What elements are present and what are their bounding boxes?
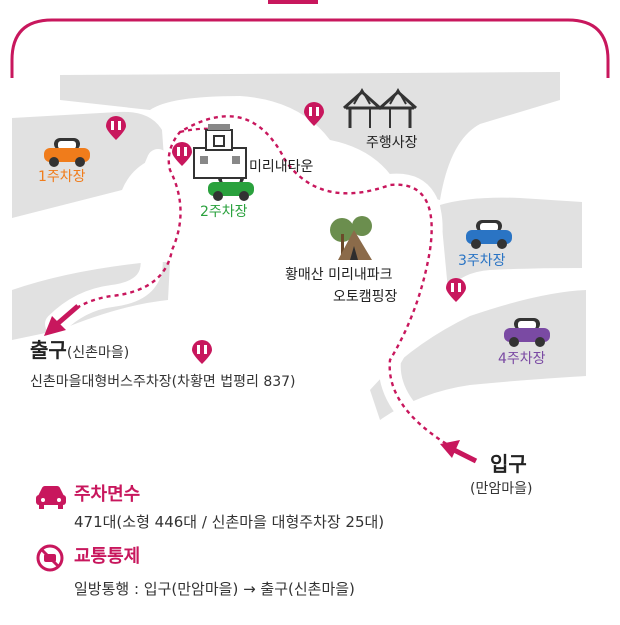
road-area-right3 (440, 197, 582, 290)
parking-heading: 주차면수 (74, 484, 141, 505)
exit-sub: (신촌마을) (66, 345, 130, 361)
restroom-pin-icon-3 (304, 102, 324, 126)
restroom-pin-icon-2 (172, 142, 192, 166)
road-area-left (12, 111, 164, 218)
camping-icon (330, 216, 372, 260)
label-parking4: 4주차장 (498, 351, 546, 367)
traffic-heading: 교통통제 (74, 546, 141, 567)
exit-label-group: 출구(신촌마을) (30, 340, 129, 360)
label-camp-line1: 황매산 미리내파크 (285, 267, 393, 283)
car-icon-parking-info (36, 486, 66, 509)
label-mirinae-town: 미리내타운 (249, 159, 314, 175)
car-icon-parking4 (504, 318, 550, 347)
title-stub (268, 0, 318, 4)
label-parking2: 2주차장 (200, 204, 248, 220)
exit-arrow-icon (44, 304, 80, 336)
restroom-pin-icon-4 (446, 278, 466, 302)
restroom-pin-icon-1 (106, 116, 126, 140)
label-parking1: 1주차장 (38, 169, 86, 185)
entrance-arrow-icon (440, 440, 478, 464)
car-icon-parking3 (466, 220, 512, 249)
frame-arc (10, 18, 610, 78)
building-icon (193, 124, 247, 179)
no-entry-icon (36, 544, 64, 572)
route-line (55, 115, 461, 454)
traffic-text: 일방통행 : 입구(만암마을) → 출구(신촌마을) (74, 580, 355, 598)
entrance-label: 입구 (490, 452, 527, 476)
entrance-sub: (만암마을) (470, 481, 533, 497)
tent-pavilion-icon (343, 87, 417, 128)
parking-text: 471대(소형 446대 / 신촌마을 대형주차장 25대) (74, 513, 385, 531)
label-driving-range: 주행사장 (366, 135, 418, 151)
car-icon-parking1 (44, 138, 90, 167)
white-road (45, 105, 471, 463)
label-camp-line2: 오토캠핑장 (333, 289, 398, 305)
road-area-mid (60, 72, 560, 200)
exit-label: 출구 (30, 338, 67, 362)
restroom-pin-icon-5 (192, 340, 212, 364)
route-inner (179, 127, 231, 135)
exit-description: 신촌마을대형버스주차장(차황면 법평리 837) (30, 374, 296, 390)
label-parking3: 3주차장 (458, 253, 506, 269)
